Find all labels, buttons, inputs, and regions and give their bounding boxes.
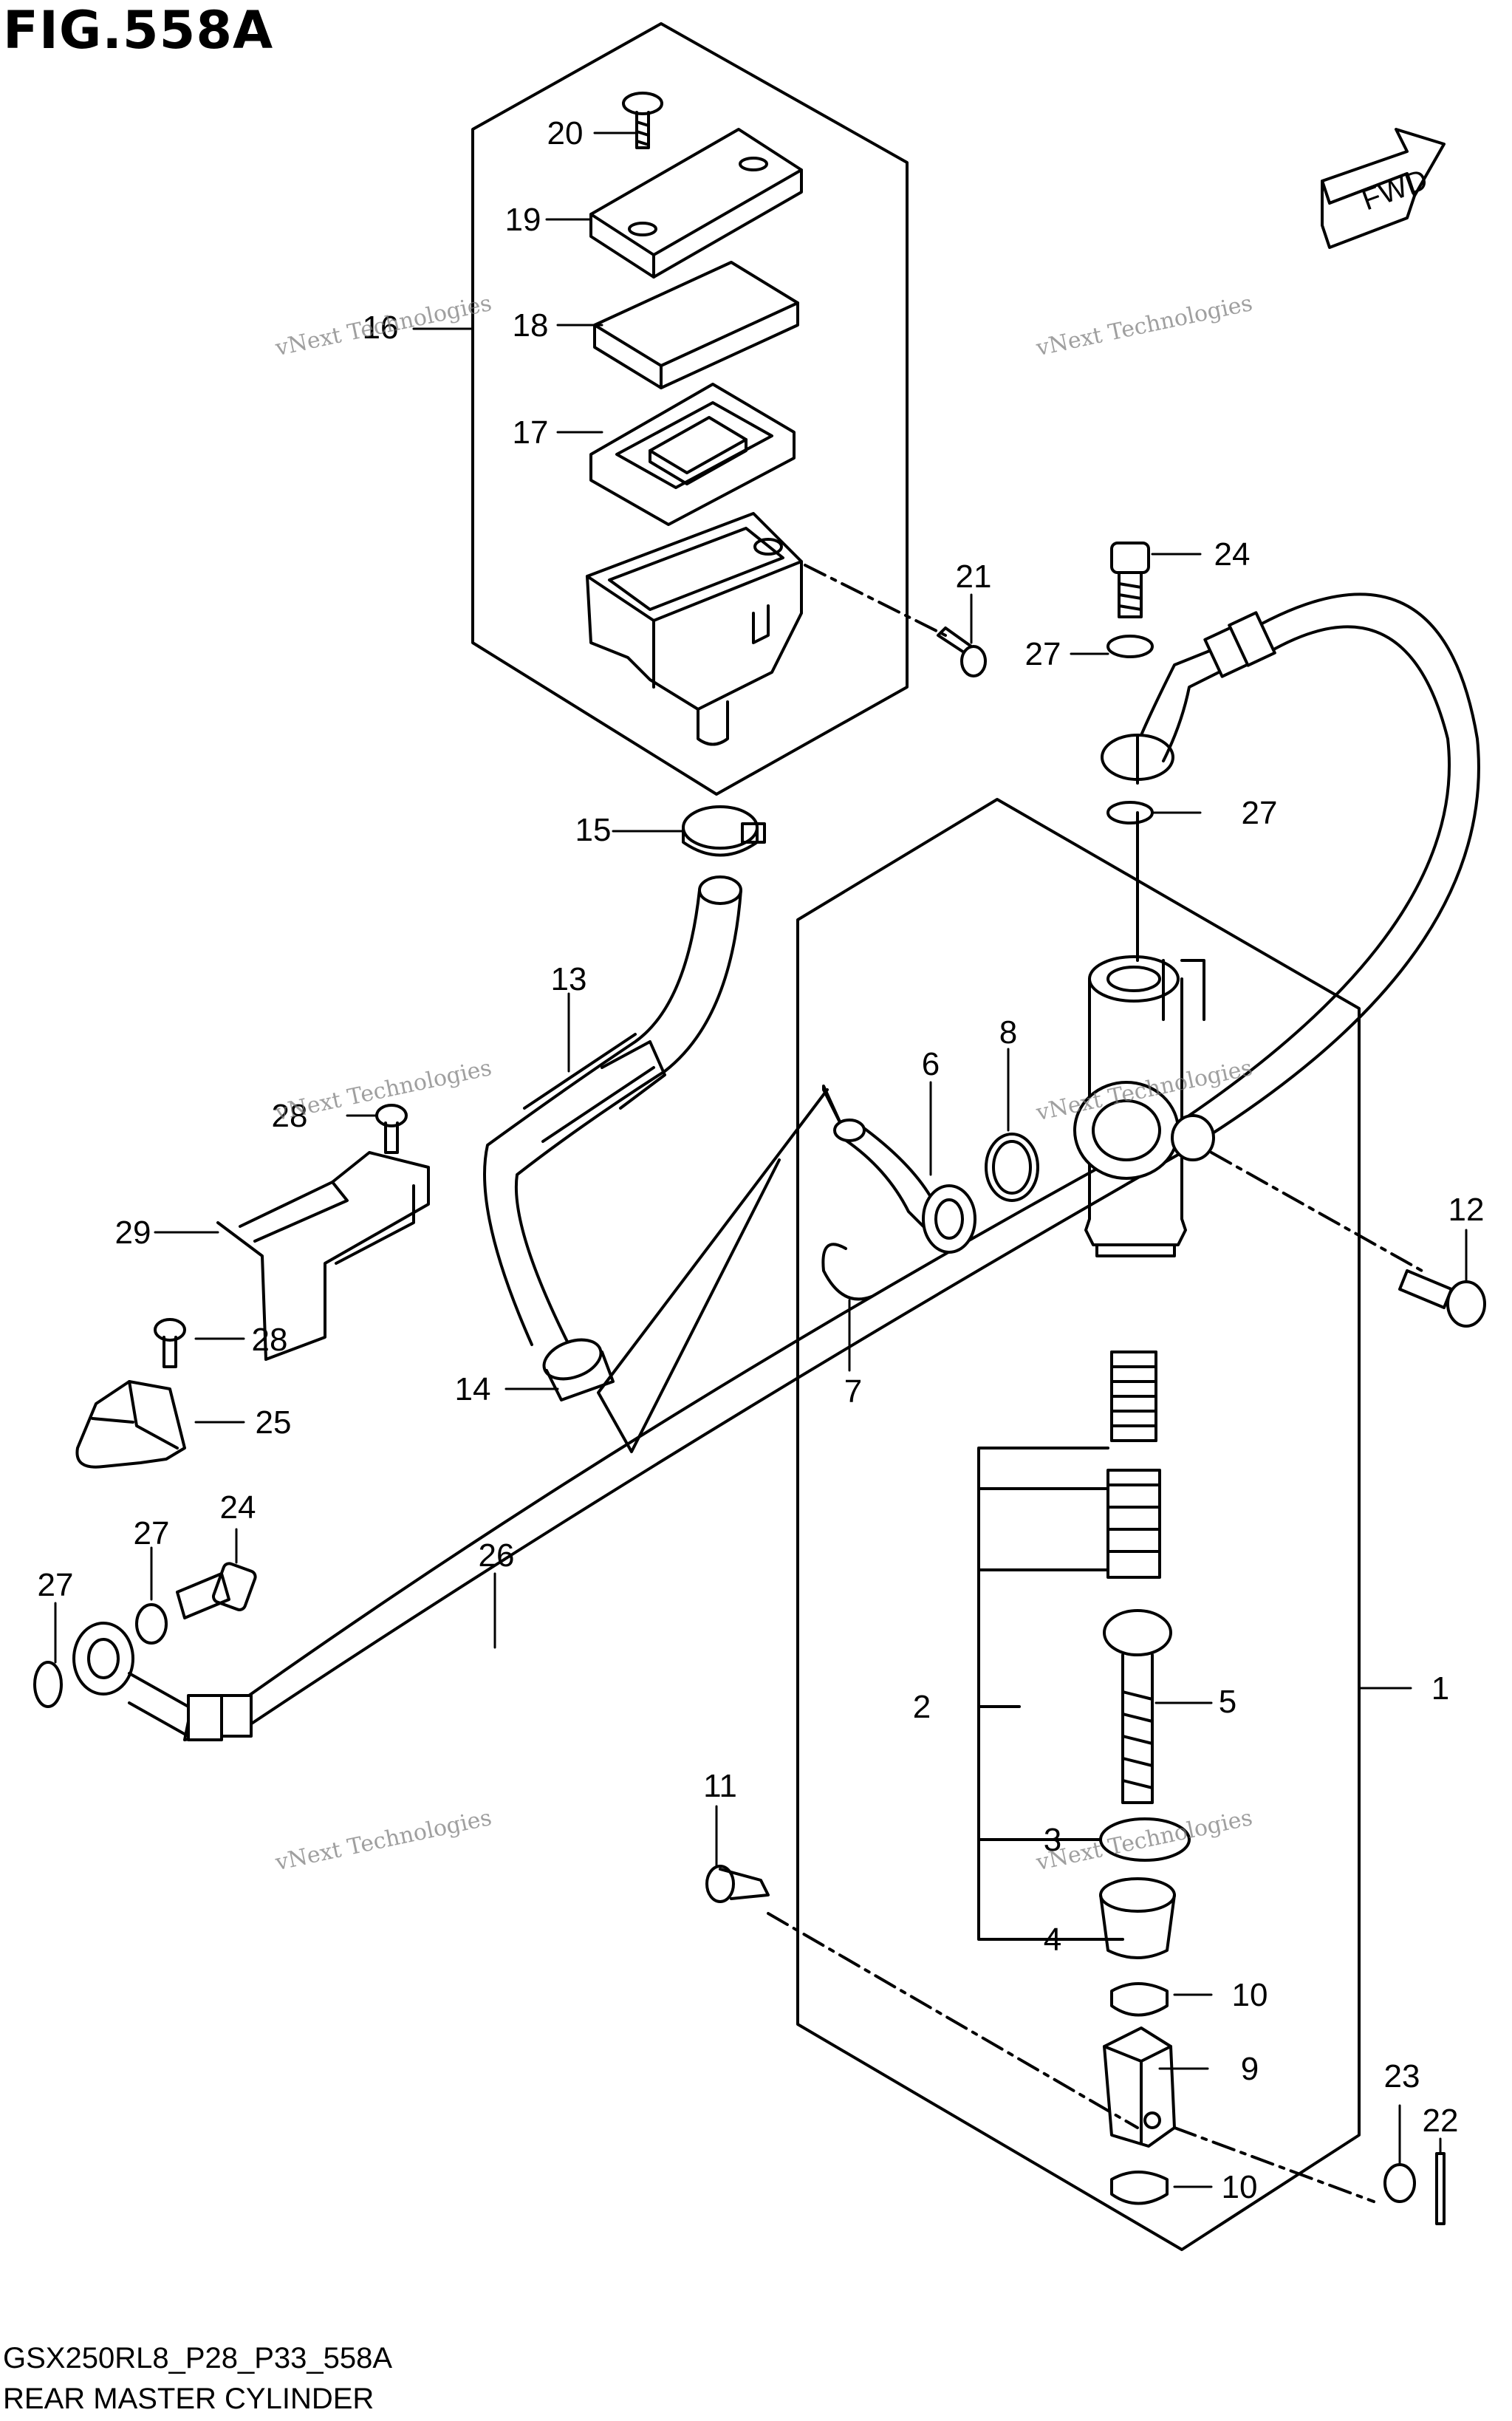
clevis-pin-icon — [705, 1865, 770, 1903]
reservoir-cap-icon — [589, 128, 803, 279]
bolt-icon — [1398, 1269, 1486, 1328]
callout-label: 8 — [999, 1014, 1017, 1051]
brake-switch-icon — [75, 1380, 186, 1469]
circlip-icon — [1099, 1817, 1191, 1862]
diaphragm-icon — [589, 383, 796, 526]
callout-label: 17 — [513, 414, 549, 451]
callout-label: 19 — [505, 202, 541, 238]
banjo-fitting-icon — [1101, 649, 1228, 785]
clevis-icon — [1103, 2026, 1176, 2148]
callout-leaders — [54, 132, 1468, 2188]
callout-label: 24 — [220, 1489, 256, 1526]
callout-label: 27 — [38, 1567, 74, 1603]
callout-label: 16 — [363, 310, 399, 346]
callout-label: 27 — [1242, 795, 1278, 831]
callout-label: 13 — [551, 961, 587, 997]
reservoir-group-frame — [471, 22, 909, 796]
leader-line — [1173, 2126, 1375, 2203]
figure-title: FIG.558A — [3, 0, 274, 61]
callout-label: 10 — [1222, 2169, 1258, 2205]
callout-label: 28 — [272, 1098, 308, 1134]
callout-label: 28 — [252, 1322, 288, 1358]
callout-label: 11 — [703, 1768, 737, 1804]
banjo-bolt-icon — [176, 1562, 257, 1619]
leader-line — [597, 1088, 844, 1453]
banjo-fitting-icon — [72, 1622, 190, 1738]
callout-label: 20 — [547, 115, 584, 151]
circlip-icon — [821, 1243, 873, 1301]
master-cylinder-body-icon — [1073, 955, 1215, 1257]
callout-labels: 1 2 3 4 5 6 7 8 9 10 10 11 12 13 14 15 1… — [38, 115, 1485, 2205]
washer-icon — [1383, 2163, 1416, 2203]
reservoir-hose-icon — [483, 875, 742, 1346]
callout-label: 15 — [575, 812, 612, 848]
nut-icon — [1110, 2171, 1169, 2205]
callout-label: 3 — [1044, 1822, 1061, 1858]
callout-label: 27 — [134, 1515, 170, 1551]
spring-icon — [1110, 1350, 1157, 1442]
connector-fitting-icon — [833, 1119, 976, 1254]
callout-label: 10 — [1232, 1977, 1268, 2013]
callout-label: 26 — [479, 1537, 515, 1574]
callout-label: 4 — [1044, 1922, 1061, 1958]
cap-plate-icon — [593, 261, 799, 389]
callout-label: 24 — [1214, 536, 1251, 573]
nut-icon — [1110, 1982, 1169, 2017]
banjo-bolt-icon — [1110, 542, 1150, 618]
callout-label: 5 — [1219, 1684, 1236, 1720]
screw-icon — [622, 92, 663, 149]
callout-label: 23 — [1384, 2058, 1420, 2094]
leader-line — [804, 564, 947, 637]
leader-line — [767, 1912, 1139, 2129]
hose-clamp-icon — [542, 1338, 615, 1401]
o-ring-icon — [992, 1140, 1032, 1195]
callout-label: 14 — [455, 1371, 491, 1407]
callout-label: 27 — [1025, 636, 1061, 672]
callout-label: 21 — [956, 559, 992, 595]
figure-code: GSX250RL8_P28_P33_558A — [3, 2342, 393, 2374]
hose-clamp-icon — [682, 805, 766, 857]
screw-icon — [937, 626, 987, 677]
group-bracket — [977, 1447, 1124, 1941]
washer-icon — [135, 1603, 168, 1645]
master-cylinder-group-frame — [796, 798, 1361, 2251]
callout-label: 12 — [1448, 1192, 1485, 1228]
callout-label: 2 — [913, 1689, 931, 1725]
callout-label: 29 — [115, 1215, 151, 1251]
boot-icon — [1099, 1877, 1176, 1959]
leader-line — [1210, 1151, 1423, 1272]
washer-icon — [33, 1661, 63, 1708]
washer-icon — [1106, 801, 1154, 824]
cotter-pin-icon — [1435, 2152, 1446, 2225]
screw-icon — [154, 1318, 186, 1368]
figure-name: REAR MASTER CYLINDER — [3, 2383, 374, 2415]
reservoir-body-icon — [586, 512, 803, 746]
o-ring-icon — [985, 1133, 1039, 1202]
bracket-icon — [216, 1151, 430, 1361]
callout-label: 6 — [922, 1046, 940, 1082]
piston-icon — [1106, 1469, 1161, 1579]
screw-icon — [375, 1104, 408, 1154]
fwd-arrow-icon — [1321, 128, 1446, 249]
push-rod-icon — [1103, 1609, 1172, 1804]
callout-label: 1 — [1431, 1670, 1449, 1707]
callout-label: 7 — [844, 1373, 862, 1410]
washer-icon — [1106, 635, 1154, 658]
callout-label: 22 — [1423, 2103, 1459, 2139]
brake-hose-icon — [183, 593, 1480, 1741]
callout-label: 9 — [1241, 2051, 1259, 2087]
callout-label: 18 — [513, 307, 549, 344]
callout-label: 25 — [256, 1404, 292, 1441]
